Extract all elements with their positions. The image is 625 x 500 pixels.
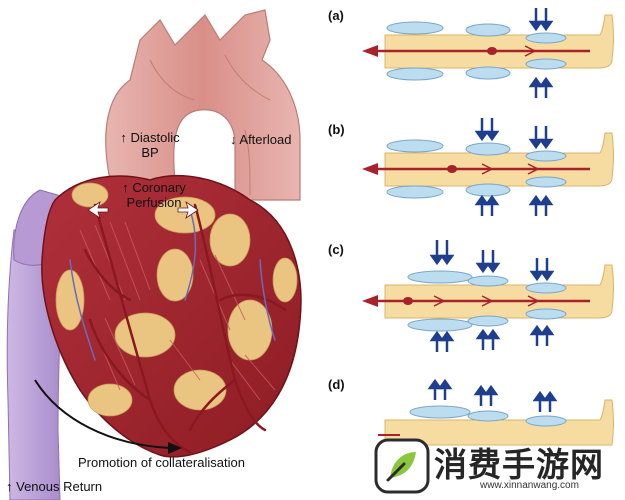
panel-d — [378, 378, 614, 446]
coronary-line1: ↑ Coronary — [122, 180, 186, 195]
venous-return-label: ↑ Venous Return — [6, 479, 103, 494]
leaf-logo-icon — [374, 438, 430, 494]
pressure-arrows-a — [528, 8, 554, 98]
coronary-perfusion-label: ↑ Coronary Perfusion — [104, 180, 204, 210]
panel-b-label: (b) — [328, 122, 345, 137]
diastolic-bp-label: ↑ Diastolic BP — [110, 130, 190, 160]
watermark-url: www.xinnanwang.com — [480, 480, 579, 491]
aortic-arch — [105, 9, 301, 201]
afterload-label: ↓ Afterload — [230, 132, 292, 147]
panel-d-label: (d) — [328, 377, 345, 392]
coronary-arteries — [83, 203, 287, 454]
pressure-arrows-b — [474, 118, 554, 216]
leg-d — [384, 399, 614, 446]
pressure-arrows-d — [427, 378, 558, 412]
collateralisation-label: Promotion of collateralisation — [78, 455, 245, 470]
panel-a-label: (a) — [328, 8, 344, 23]
diastolic-line1: ↑ Diastolic — [120, 130, 180, 145]
heart-illustration — [6, 9, 302, 500]
pressure-arrows-c — [429, 240, 555, 352]
coronary-line2: Perfusion — [126, 195, 182, 210]
panel-a — [362, 8, 614, 98]
diastolic-line2: BP — [141, 145, 159, 160]
coronary-veins — [69, 209, 276, 361]
watermark-title: 消费手游网 — [434, 445, 604, 484]
panel-c-label: (c) — [328, 242, 344, 257]
leg-a — [384, 14, 614, 69]
fat-deposits — [55, 182, 298, 417]
collateral-arrow — [34, 379, 171, 449]
panel-c — [362, 240, 614, 352]
cuffs-a — [386, 21, 567, 81]
watermark: 消费手游网 www.xinnanwang.com — [372, 436, 618, 496]
cuffs-c — [407, 270, 567, 332]
panel-b — [362, 118, 614, 216]
cuffs-b — [386, 139, 567, 199]
leg-c — [384, 264, 614, 319]
perfusion-arrows — [87, 201, 199, 219]
cuffs-d — [409, 405, 567, 427]
leg-b — [384, 132, 614, 187]
